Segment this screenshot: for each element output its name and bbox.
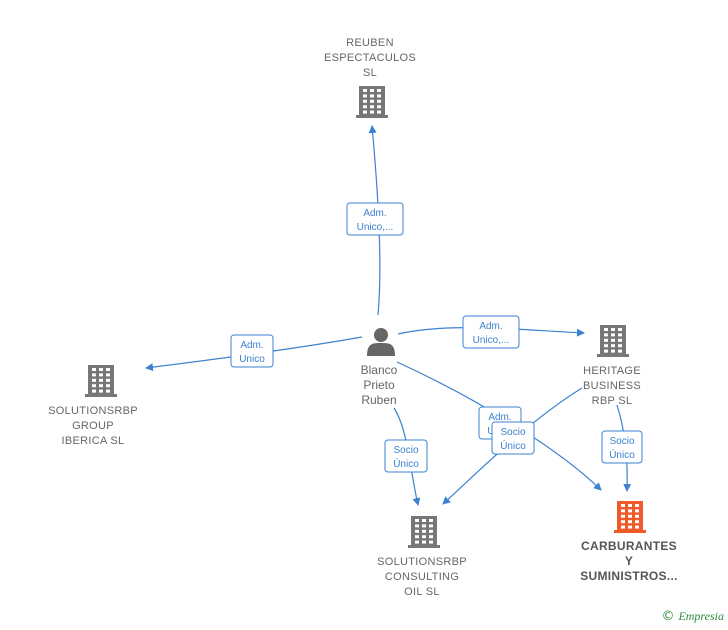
- building-icon: [85, 365, 117, 397]
- node-heritage[interactable]: HERITAGE BUSINESS RBP SL: [583, 325, 641, 407]
- company-name-line: Y: [625, 554, 633, 568]
- building-icon: [408, 516, 440, 548]
- edge-label-text: Único: [500, 439, 526, 452]
- edge-label-box: [491, 421, 535, 455]
- edge-label-text: Adm.: [363, 208, 386, 219]
- person-name-line: Blanco: [361, 363, 398, 377]
- person-icon: [367, 328, 395, 356]
- edge-label-box: [230, 334, 274, 368]
- edge-label-text: Único: [609, 448, 635, 461]
- company-name-line: GROUP: [72, 420, 114, 432]
- edge-label-box: [462, 315, 520, 349]
- company-name-line: CARBURANTES: [581, 539, 677, 553]
- edge-label-text: Socio: [393, 445, 418, 456]
- footer-brand[interactable]: ©Empresia: [661, 609, 724, 624]
- company-name-line: SOLUTIONSRBP: [48, 405, 138, 417]
- company-name-line: SOLUTIONSRBP: [377, 556, 467, 568]
- company-name-line: OIL SL: [404, 586, 440, 598]
- company-name-line: ESPECTACULOS: [324, 52, 416, 64]
- edge-label-person-group[interactable]: Adm. Unico: [230, 334, 274, 368]
- edge-label-box: [601, 430, 643, 464]
- edge-label-text: Adm.: [240, 340, 263, 351]
- edge-label-text: Unico: [239, 354, 265, 365]
- node-carburantes[interactable]: CARBURANTESYSUMINISTROS...: [580, 501, 678, 583]
- copyright-symbol: ©: [661, 609, 675, 624]
- edge-label-text: Único: [393, 457, 419, 470]
- person-name-line: Prieto: [363, 378, 395, 392]
- node-group[interactable]: SOLUTIONSRBP GROUP IBERICA SL: [48, 365, 138, 447]
- edge-label-person-reuben[interactable]: Adm. Unico,...: [346, 202, 404, 236]
- building-icon: [597, 325, 629, 357]
- company-name-line: HERITAGE: [583, 365, 641, 377]
- brand-name: Empresia: [678, 609, 724, 623]
- edge-label-text: Adm.: [479, 321, 502, 332]
- company-name-line: SL: [363, 67, 377, 79]
- edge-label-text: Unico,...: [357, 222, 394, 233]
- company-name-line: CONSULTING: [385, 571, 459, 583]
- company-name-line: REUBEN: [346, 37, 394, 49]
- edge-label-text: Unico,...: [473, 335, 510, 346]
- edge-label-text: Socio: [500, 427, 525, 438]
- edge-label-text: Adm.: [488, 412, 511, 423]
- node-consulting[interactable]: SOLUTIONSRBP CONSULTING OIL SL: [377, 516, 467, 598]
- company-name-line: RBP SL: [592, 395, 633, 407]
- edge-label-person-heritage[interactable]: Adm. Unico,...: [462, 315, 520, 349]
- edge-label-box: [346, 202, 404, 236]
- company-name-line: SUMINISTROS...: [580, 569, 678, 583]
- edge-label-box: [384, 439, 428, 473]
- company-name-line: BUSINESS: [583, 380, 641, 392]
- building-icon: [614, 501, 646, 533]
- node-reuben[interactable]: REUBEN ESPECTACULOS SL: [324, 37, 416, 118]
- edge-label-text: Socio: [609, 436, 634, 447]
- building-icon: [356, 86, 388, 118]
- person-name-line: Ruben: [361, 393, 396, 407]
- company-name-line: IBERICA SL: [62, 435, 125, 447]
